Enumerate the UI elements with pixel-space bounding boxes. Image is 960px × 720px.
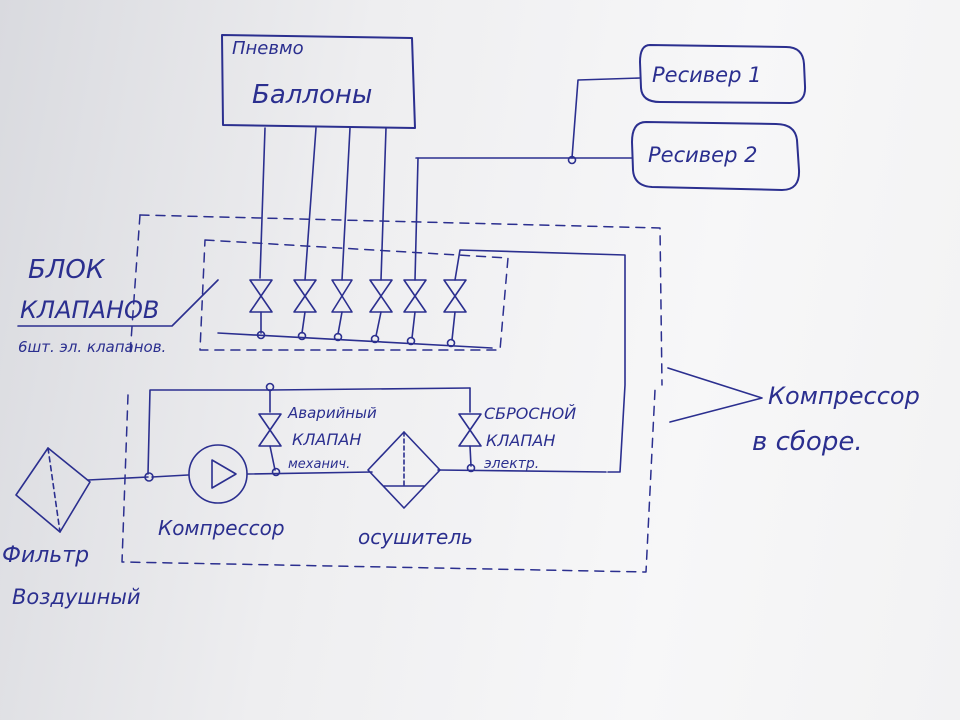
receiver-lines	[415, 77, 641, 165]
relief-return-line	[454, 249, 626, 473]
emergency-valve: Аварийный КЛАПАН механич.	[258, 389, 377, 472]
dryer-label: осушитель	[358, 525, 473, 549]
valve-block-label: БЛОК КЛАПАНОВ 6шт. эл. клапанов.	[17, 255, 219, 356]
electric-valve-2	[293, 279, 317, 341]
electric-valve-6	[443, 279, 467, 348]
valve-block-label-line2: КЛАПАНОВ	[20, 296, 159, 324]
valve-block-label-line3: 6шт. эл. клапанов.	[18, 338, 166, 356]
electric-valve-4	[369, 279, 393, 344]
assembly-leader	[667, 367, 763, 423]
valve-block-leader	[17, 279, 219, 327]
receiver-1: Ресивер 1	[639, 44, 807, 104]
electric-valve-5	[403, 279, 427, 346]
electric-valve-3	[331, 279, 353, 342]
assembly-label-line1: Компрессор	[768, 382, 920, 410]
receiver-2: Ресивер 2	[631, 121, 801, 191]
dryer-symbol: осушитель	[358, 431, 473, 549]
assembly-label: Компрессор в сборе.	[667, 367, 920, 457]
emergency-valve-label-line2: КЛАПАН	[292, 430, 361, 449]
compressor-symbol: Компрессор	[158, 444, 285, 540]
receiver-2-label: Ресивер 2	[648, 143, 757, 167]
assembly-label-line2: в сборе.	[752, 427, 863, 457]
relief-valve-label-line2: КЛАПАН	[486, 431, 555, 450]
cylinders-box: Пневмо Баллоны	[221, 34, 416, 129]
cylinders-label-line1: Пневмо	[232, 38, 304, 59]
emergency-valve-label-line1: Аварийный	[287, 404, 377, 422]
compressor-label: Компрессор	[158, 516, 285, 540]
receiver-1-label: Ресивер 1	[652, 63, 761, 87]
valve-block-label-line1: БЛОК	[28, 255, 106, 285]
filter-label-line1: Фильтр	[2, 543, 89, 568]
filter-label-line2: Воздушный	[12, 585, 141, 609]
valve-manifold	[217, 332, 493, 349]
relief-valve-label-line1: СБРОСНОЙ	[484, 404, 576, 423]
electric-valve-1	[249, 279, 273, 340]
air-filter: Фильтр Воздушный	[2, 447, 141, 609]
air-path	[87, 382, 607, 482]
cylinder-lines	[259, 127, 419, 281]
emergency-valve-label-line3: механич.	[288, 457, 350, 472]
relief-valve-label-line3: электр.	[484, 456, 539, 472]
relief-valve: СБРОСНОЙ КЛАПАН электр.	[458, 387, 576, 472]
valve-block-frame	[199, 239, 509, 351]
junction-dot	[567, 155, 577, 165]
cylinders-label-line2: Баллоны	[252, 80, 372, 110]
